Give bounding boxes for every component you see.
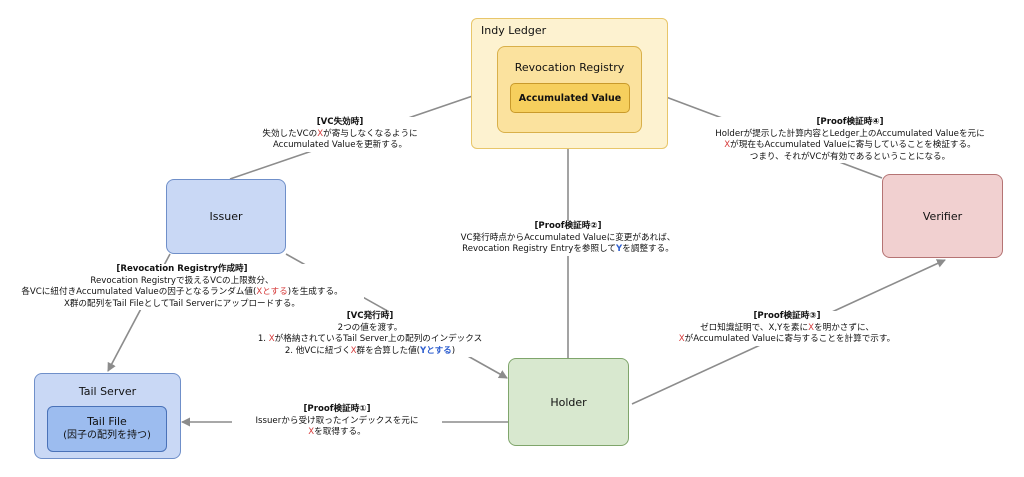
label-vc-issue: [VC発行時] 2つの値を渡す。 1. Xが格納されているTail Server… bbox=[250, 311, 490, 357]
label-proof-4-title: [Proof検証時④] bbox=[816, 117, 884, 127]
label-text: Holderが提示した計算内容とLedger上のAccumulated Valu… bbox=[715, 128, 985, 139]
label-text: つまり、それがVCが有効であるということになる。 bbox=[749, 151, 951, 162]
label-x-highlight: X bbox=[317, 128, 324, 139]
label-text: を取得する。 bbox=[314, 427, 366, 437]
label-text: Revocation Registryで扱えるVCの上限数分、 bbox=[90, 275, 274, 286]
label-proof-3-title: [Proof検証時③] bbox=[753, 311, 821, 321]
label-x-highlight: X bbox=[308, 427, 315, 437]
label-x-highlight: X bbox=[724, 140, 731, 150]
label-text: 群を合算した値( bbox=[356, 345, 421, 356]
label-text: を明かさずに、 bbox=[814, 322, 874, 333]
revocation-registry-title: Revocation Registry bbox=[514, 61, 625, 74]
label-registry-create: [Revocation Registry作成時] Revocation Regi… bbox=[0, 264, 364, 310]
indy-ledger-title: Indy Ledger bbox=[481, 24, 547, 37]
label-x-highlight: X bbox=[678, 334, 685, 344]
label-x-highlight: X bbox=[808, 322, 815, 333]
verifier-box: Verifier bbox=[882, 174, 1003, 258]
label-vc-issue-title: [VC発行時] bbox=[346, 311, 394, 321]
label-text: 失効したVCの bbox=[262, 128, 318, 139]
label-proof-1-title: [Proof検証時①] bbox=[303, 404, 371, 414]
label-text: ゼロ知識証明で、X,Yを素に bbox=[700, 322, 809, 333]
label-proof-2: [Proof検証時②] VC発行時点からAccumulated Valueに変更… bbox=[438, 221, 698, 256]
holder-label: Holder bbox=[550, 395, 587, 409]
label-text: がAccumulated Valueに寄与することを計算で示す。 bbox=[684, 334, 896, 344]
label-text: 1. bbox=[257, 334, 269, 344]
label-vc-revoke: [VC失効時] 失効したVCのXが寄与しなくなるように Accumulated … bbox=[240, 117, 440, 152]
label-x-highlight: X bbox=[350, 345, 357, 356]
tail-file-sublabel: (因子の配列を持つ) bbox=[63, 430, 151, 441]
label-text: ) bbox=[451, 345, 456, 356]
accumulated-value-box: Accumulated Value bbox=[510, 83, 630, 113]
label-text: が現在もAccumulated Valueに寄与していることを検証する。 bbox=[730, 140, 976, 150]
label-text: Accumulated Valueを更新する。 bbox=[272, 140, 408, 150]
label-y-highlight: Yとする bbox=[420, 345, 452, 356]
accumulated-value-label: Accumulated Value bbox=[518, 92, 622, 104]
tail-server-title: Tail Server bbox=[78, 385, 137, 398]
label-text: )を生成する。 bbox=[287, 287, 343, 297]
label-text: が格納されているTail Server上の配列のインデックス bbox=[274, 334, 483, 344]
label-proof-3: [Proof検証時③] ゼロ知識証明で、X,Yを素にXを明かさずに、 XがAcc… bbox=[662, 311, 912, 346]
label-vc-revoke-title: [VC失効時] bbox=[316, 117, 364, 127]
label-text: VC発行時点からAccumulated Valueに変更があれば、 bbox=[460, 232, 676, 243]
label-text: が寄与しなくなるように bbox=[323, 128, 418, 139]
issuer-label: Issuer bbox=[209, 210, 243, 223]
verifier-label: Verifier bbox=[922, 209, 963, 223]
label-proof-2-title: [Proof検証時②] bbox=[534, 221, 602, 231]
label-x-highlight: X bbox=[268, 334, 275, 344]
label-proof-4: [Proof検証時④] Holderが提示した計算内容とLedger上のAccu… bbox=[700, 117, 1000, 163]
label-proof-1: [Proof検証時①] Issuerから受け取ったインデックスを元に Xを取得す… bbox=[232, 404, 442, 439]
label-text: 2. 他VCに紐づく bbox=[284, 345, 351, 356]
label-text: 各VCに紐付きAccumulated Valueの因子となるランダム値( bbox=[21, 287, 257, 297]
label-x-highlight: Xとする bbox=[256, 287, 288, 297]
label-text: Issuerから受け取ったインデックスを元に bbox=[255, 415, 419, 426]
label-registry-create-title: [Revocation Registry作成時] bbox=[116, 264, 248, 274]
label-text: 2つの値を渡す。 bbox=[337, 322, 403, 333]
holder-box: Holder bbox=[508, 358, 629, 446]
issuer-box: Issuer bbox=[166, 179, 286, 254]
label-text: Revocation Registry Entryを参照して bbox=[462, 244, 617, 254]
tail-file-label: Tail File bbox=[87, 415, 127, 428]
label-text: X群の配列をTail FileとしてTail Serverにアップロードする。 bbox=[63, 298, 301, 309]
label-y-highlight: Y bbox=[616, 244, 623, 254]
label-text: を調整する。 bbox=[622, 244, 674, 254]
tail-file-box: Tail File (因子の配列を持つ) bbox=[47, 406, 167, 452]
